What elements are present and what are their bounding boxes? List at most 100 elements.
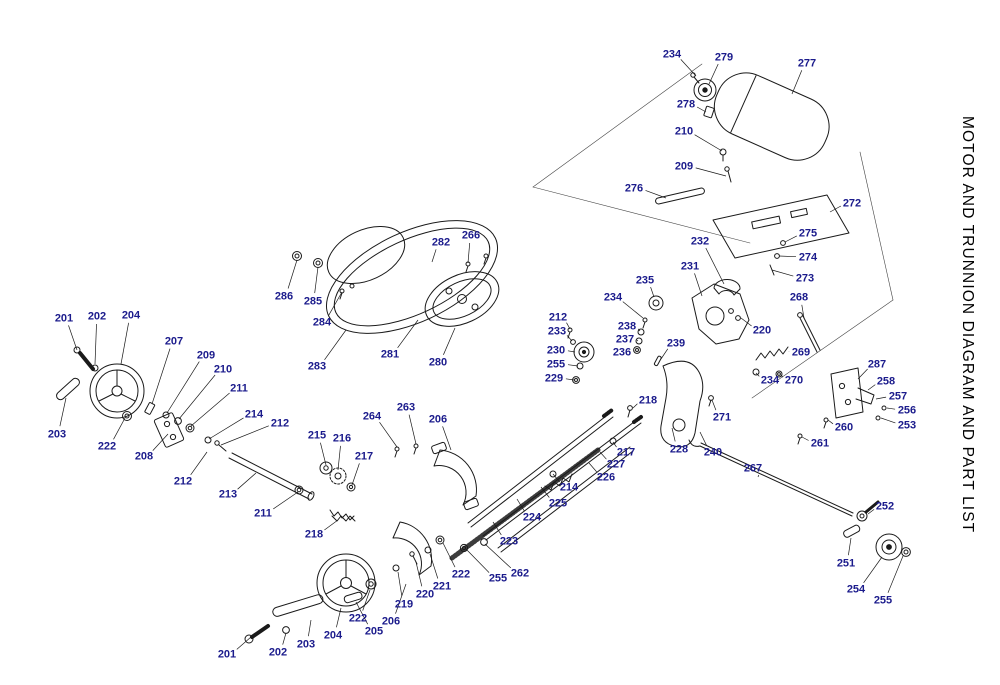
- leader-line: [801, 304, 805, 319]
- leader-line: [337, 445, 341, 471]
- leader-line: [362, 589, 371, 611]
- part-number-label: 274: [799, 252, 818, 264]
- leader-line: [308, 619, 312, 637]
- leader-line: [696, 106, 707, 113]
- leader-line: [287, 259, 298, 289]
- flat-bar-drawing: [655, 187, 705, 205]
- support-rods-drawing: [449, 405, 643, 561]
- leader-line: [395, 583, 407, 614]
- part-number-label: 206: [429, 414, 447, 426]
- part-number-label: 258: [877, 376, 895, 388]
- part-number-label: 279: [715, 52, 733, 64]
- leader-line: [492, 521, 502, 536]
- leader-line: [566, 335, 573, 342]
- leader-line: [273, 491, 299, 510]
- part-number-label: 202: [269, 647, 287, 659]
- part-number-label: 280: [429, 357, 447, 369]
- leader-line: [599, 451, 607, 460]
- leader-line: [190, 392, 230, 427]
- leader-line: [612, 441, 617, 448]
- leader-line: [886, 407, 896, 410]
- leader-line: [887, 555, 904, 593]
- leader-line: [771, 269, 794, 277]
- part-number-label: 212: [271, 418, 289, 430]
- part-number-label: 220: [753, 325, 771, 337]
- leader-line: [740, 317, 752, 327]
- leader-line: [320, 442, 327, 466]
- part-number-label: 226: [597, 472, 615, 484]
- part-number-label: 217: [355, 451, 373, 463]
- leader-line: [166, 361, 200, 414]
- leader-line: [695, 167, 727, 177]
- part-number-label: 262: [511, 568, 529, 580]
- leader-line: [863, 556, 883, 584]
- part-number-label: 229: [545, 373, 563, 385]
- leader-line: [236, 636, 252, 650]
- part-number-label: 211: [230, 383, 248, 395]
- part-number-label: 212: [174, 476, 192, 488]
- part-number-label: 213: [219, 489, 237, 501]
- part-number-label: 216: [333, 433, 351, 445]
- leader-line: [567, 364, 579, 367]
- part-number-label: 286: [275, 291, 293, 303]
- part-number-label: 201: [218, 649, 236, 661]
- part-number-label: 233: [548, 326, 566, 338]
- part-number-label: 225: [549, 498, 567, 510]
- part-number-label: 270: [785, 375, 803, 387]
- leader-line: [178, 374, 216, 420]
- leader-line: [314, 266, 319, 294]
- part-number-label: 223: [500, 536, 518, 548]
- tilt-rod-drawing: [688, 439, 911, 561]
- part-number-label: 263: [397, 402, 415, 414]
- leader-line: [540, 486, 550, 498]
- leader-line: [94, 323, 97, 365]
- leader-line: [829, 205, 842, 213]
- part-number-label: 214: [245, 409, 264, 421]
- part-number-label: 285: [304, 296, 322, 308]
- part-number-label: 228: [670, 444, 688, 456]
- construction-lines: [532, 63, 894, 399]
- part-number-label: 254: [847, 584, 866, 596]
- leader-line: [645, 190, 667, 199]
- part-number-label: 264: [363, 411, 382, 423]
- part-number-label: 237: [616, 334, 634, 346]
- leader-line: [699, 431, 707, 446]
- part-number-label: 267: [744, 463, 762, 475]
- part-number-label: 230: [547, 345, 565, 357]
- part-number-label: 276: [625, 183, 643, 195]
- leader-line: [429, 553, 439, 579]
- motor-mount-plate-drawing: [712, 194, 850, 276]
- part-number-label: 287: [868, 359, 886, 371]
- part-number-label: 253: [898, 420, 916, 432]
- part-number-label: 272: [843, 198, 861, 210]
- leader-line: [484, 543, 512, 569]
- leader-line: [660, 348, 669, 360]
- leader-line: [637, 328, 641, 332]
- leader-line: [415, 561, 423, 587]
- leader-line: [190, 451, 208, 476]
- leader-line: [467, 242, 471, 264]
- part-number-label: 219: [395, 599, 413, 611]
- part-number-label: 257: [889, 391, 907, 403]
- part-number-label: 218: [305, 529, 323, 541]
- leader-line: [708, 63, 719, 85]
- leader-line: [552, 473, 560, 483]
- leader-line: [379, 421, 398, 448]
- leader-lines-layer: [59, 59, 904, 650]
- part-number-label: 283: [308, 361, 326, 373]
- leader-line: [827, 419, 834, 425]
- leader-line: [465, 548, 490, 573]
- leader-line: [711, 399, 717, 411]
- leader-line: [442, 426, 452, 451]
- leader-line: [636, 339, 639, 342]
- part-number-label: 217: [617, 447, 635, 459]
- part-number-label: 271: [713, 412, 731, 424]
- part-number-label: 214: [560, 482, 579, 494]
- leader-line: [220, 425, 269, 446]
- diagram-title: MOTOR AND TRUNNION DIAGRAM AND PART LIST: [959, 116, 976, 534]
- rear-bracket-drawing: [797, 367, 887, 445]
- leader-line: [680, 59, 697, 77]
- part-number-label: 234: [604, 292, 623, 304]
- part-number-label: 251: [837, 558, 855, 570]
- trunnion-arm-drawing: [660, 312, 821, 448]
